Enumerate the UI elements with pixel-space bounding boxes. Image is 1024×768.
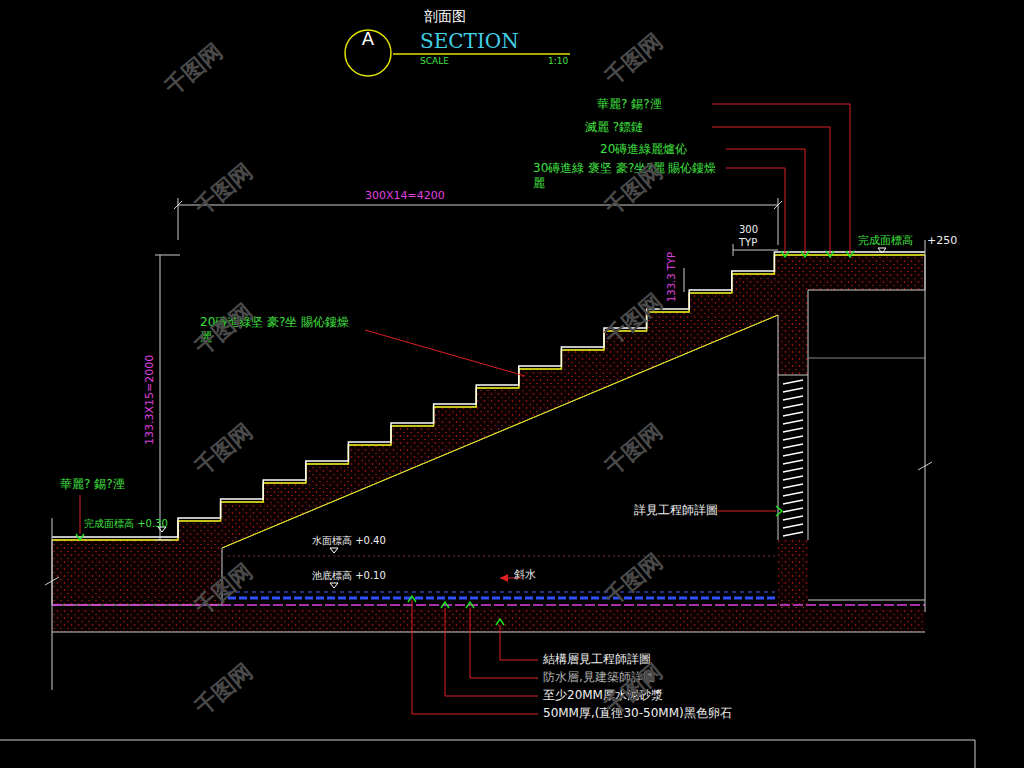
watermark: 千图网 [600, 418, 668, 481]
material-note: 20磚進綠麗爐伈 [600, 142, 687, 157]
hatch-line [783, 508, 803, 512]
level-label: 完成面標高 [858, 234, 913, 248]
hatch-line [783, 524, 803, 528]
watermark: 千图网 [190, 418, 258, 481]
layer-note: 結構層見工程師詳圖 [543, 652, 651, 667]
hatch-line [783, 436, 803, 440]
section-heading: SECTION [420, 29, 519, 54]
hatch-line [783, 492, 803, 496]
level-label: 完成面標高 +0.30 [84, 518, 168, 531]
watermark: 千图网 [600, 548, 668, 611]
layer-note: 50MM厚,(直徑30-50MM)黑色卵石 [543, 706, 732, 721]
level-label: 水面標高 +0.40 [312, 535, 386, 548]
hatch-line [783, 500, 803, 504]
hatch-line [783, 468, 803, 472]
watermark: 千图网 [600, 28, 668, 91]
dimension-text: 300X14=4200 [365, 189, 445, 203]
hatch-line [783, 444, 803, 448]
hatch-line [783, 412, 803, 416]
scale-label: SCALE [420, 56, 449, 67]
scale-value: 1:10 [548, 56, 568, 67]
dimension-text: 133.3 TYP [666, 252, 679, 302]
material-note: 華麗? 錫?湮 [597, 97, 662, 112]
slope-label: 斜水 [514, 568, 536, 582]
slab-underside [222, 315, 778, 548]
hatch-line [783, 452, 803, 456]
hatch-line [783, 428, 803, 432]
material-note: 華麗? 錫?湮 [60, 477, 125, 492]
hatch-line [783, 484, 803, 488]
level-label: 池底標高 +0.10 [312, 570, 386, 583]
dimension-text: 300 TYP [739, 224, 767, 249]
watermark: 千图网 [190, 158, 258, 221]
watermark: 千图网 [190, 658, 258, 721]
hatch-line [783, 388, 803, 392]
hatch-line [783, 476, 803, 480]
watermark: 千图网 [190, 298, 258, 361]
hatch-line [783, 404, 803, 408]
hatch-line [783, 532, 803, 536]
marker-letter: A [343, 28, 393, 49]
material-note: 滅麗 ?鏢鏈 [585, 120, 643, 135]
nosing-line [52, 252, 925, 537]
finish-line [52, 255, 925, 540]
hatch-line [783, 380, 803, 384]
drawing-title: 剖面图 [424, 8, 466, 26]
hatch-line [783, 396, 803, 400]
engineer-note: 詳見工程師詳圖 [634, 503, 718, 518]
section-marker: A [343, 28, 393, 78]
dimension-text: 133.3X15=2000 [143, 355, 157, 445]
hatch-line [783, 420, 803, 424]
hatch-line [783, 516, 803, 520]
level-value: +250 [927, 234, 957, 248]
hatch-line [783, 460, 803, 464]
watermark: 千图网 [160, 38, 228, 101]
